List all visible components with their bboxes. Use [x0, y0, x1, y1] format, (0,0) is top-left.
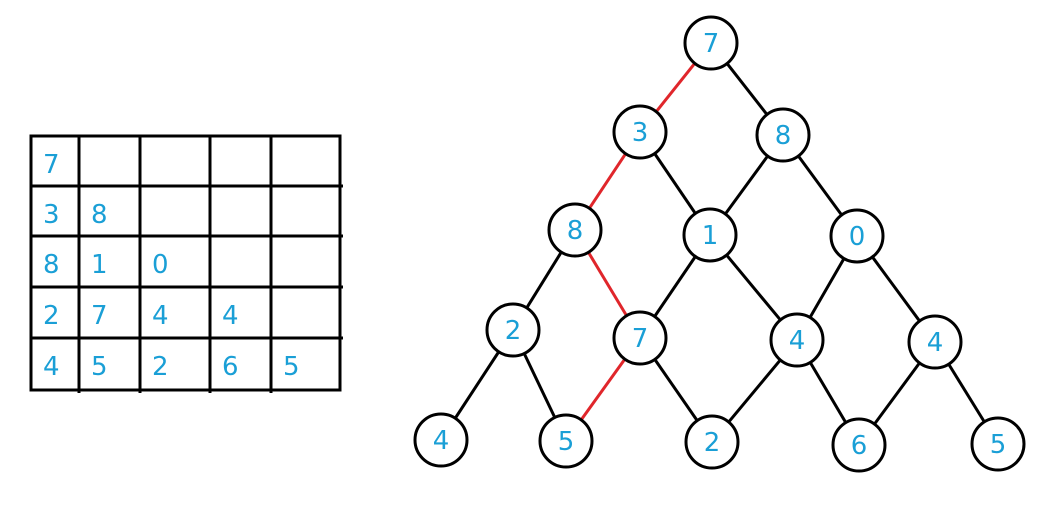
- grid-cell-value: 1: [91, 250, 108, 280]
- tree-node-circle: [684, 414, 740, 470]
- tree-node-circle: [612, 310, 668, 366]
- tree-node-value: 3: [632, 118, 649, 148]
- tree-node-circle: [683, 15, 739, 71]
- tree-edge: [522, 352, 557, 419]
- tree-edge: [808, 361, 848, 424]
- grid-cell-value: 2: [152, 352, 169, 382]
- tree-node-value: 4: [927, 328, 944, 358]
- grid-cell-value: 5: [283, 352, 300, 382]
- grid-cell-value: 4: [43, 352, 60, 382]
- tree-node-value: 5: [990, 430, 1007, 460]
- tree-edge: [724, 155, 769, 215]
- tree-edge-highlighted: [587, 251, 628, 317]
- tree-node-value: 2: [704, 428, 721, 458]
- grid-lines: [29, 134, 343, 393]
- tree-edge-highlighted: [588, 152, 627, 210]
- tree-edge: [797, 155, 843, 216]
- tree-node-value: 0: [849, 222, 866, 252]
- tree-node-value: 1: [702, 221, 719, 251]
- tree-edge: [871, 256, 921, 322]
- tree-edge-highlighted: [655, 62, 696, 113]
- grid-cell-value: 6: [222, 352, 239, 382]
- tree-node-value: 7: [632, 324, 649, 354]
- tree-nodes: 7 3 8 8 1 0 2 7 4 4 4 5 2 6 5: [413, 15, 1026, 473]
- grid-cell-value: 7: [91, 301, 108, 331]
- tree-node-circle: [755, 107, 811, 163]
- tree-node-value: 7: [703, 29, 720, 59]
- tree-node-circle: [413, 412, 469, 468]
- tree-node-value: 4: [433, 426, 450, 456]
- tree-edge: [653, 152, 697, 215]
- tree-node-circle: [612, 104, 668, 160]
- tree-edge: [725, 62, 769, 116]
- grid-values: 7 3 8 8 1 0 2 7 4 4 4 5 2 6 5: [43, 150, 300, 382]
- tree-node-circle: [538, 413, 594, 469]
- tree-node-circle: [485, 302, 541, 358]
- grid-cell-value: 7: [43, 150, 60, 180]
- tree-node-value: 2: [505, 316, 522, 346]
- tree-node-value: 6: [851, 431, 868, 461]
- grid-cell-value: 8: [43, 250, 60, 280]
- tree-edge: [725, 254, 782, 321]
- tree-node-circle: [970, 416, 1026, 472]
- tree-node-value: 8: [775, 121, 792, 151]
- tree-node-value: 8: [567, 216, 584, 246]
- tree-node-circle: [682, 207, 738, 263]
- grid-cell-value: 4: [222, 301, 239, 331]
- tree-edge: [453, 350, 501, 420]
- number-grid: 7 3 8 8 1 0 2 7 4 4 4 5 2 6 5: [29, 134, 343, 393]
- grid-cell-value: 0: [152, 250, 169, 280]
- tree-edges: [453, 62, 986, 425]
- tree-edge: [653, 358, 699, 422]
- tree-node-circle: [547, 202, 603, 258]
- grid-cell-value: 3: [43, 200, 60, 230]
- grid-cell-value: 2: [43, 301, 60, 331]
- tree-node-circle: [907, 314, 963, 370]
- tree-edge: [947, 363, 986, 423]
- tree-edge-highlighted: [579, 358, 627, 421]
- grid-cell-value: 8: [91, 200, 108, 230]
- tree-node-value: 5: [558, 427, 575, 457]
- tree-edge: [727, 359, 782, 423]
- tree-node-value: 4: [789, 326, 806, 356]
- grid-cell-value: 4: [152, 301, 169, 331]
- tree-node-circle: [769, 312, 825, 368]
- grid-border: [29, 134, 342, 392]
- tree-node-circle: [829, 208, 885, 264]
- grid-cell-value: 5: [91, 352, 108, 382]
- tree-edge: [873, 362, 921, 425]
- tree-node-circle: [831, 417, 887, 473]
- tree-edge: [653, 255, 697, 318]
- tree-edge: [525, 251, 563, 309]
- tree-edge: [808, 257, 846, 319]
